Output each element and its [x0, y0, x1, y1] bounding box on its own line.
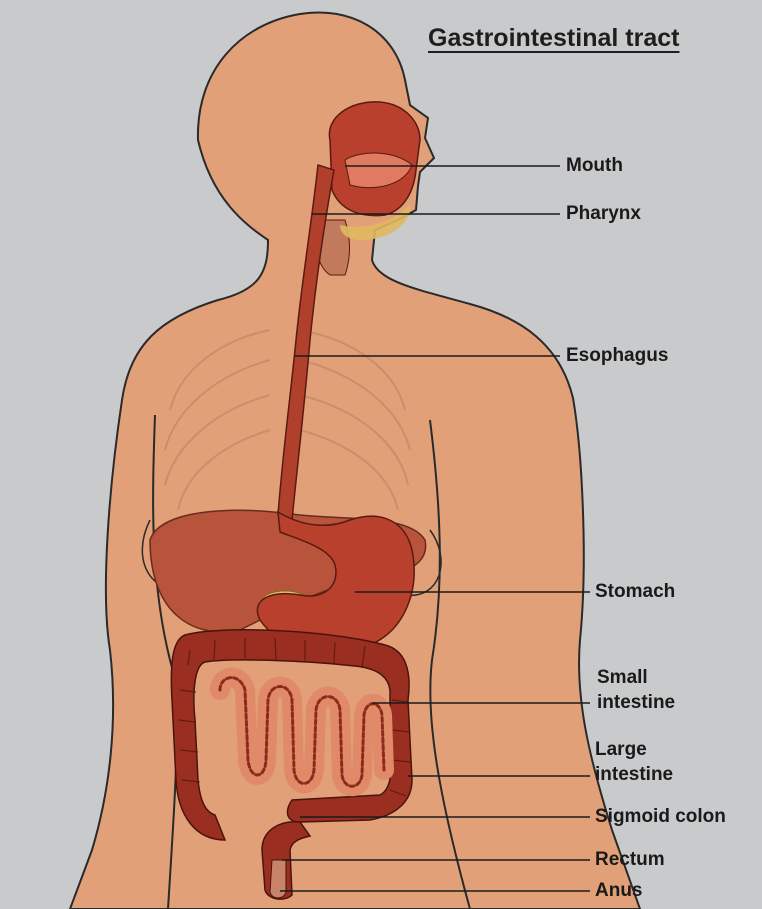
diagram-title: Gastrointestinal tract — [428, 24, 679, 53]
label-small-intestine-line1: Small — [597, 667, 648, 689]
label-rectum: Rectum — [595, 849, 665, 871]
rectum — [270, 860, 286, 898]
label-pharynx: Pharynx — [566, 203, 641, 225]
label-large-intestine-line1: Large — [595, 739, 647, 761]
label-esophagus: Esophagus — [566, 345, 668, 367]
label-small-intestine-line2: intestine — [597, 692, 675, 714]
label-mouth: Mouth — [566, 155, 623, 177]
label-stomach: Stomach — [595, 581, 675, 603]
label-anus: Anus — [595, 880, 643, 902]
label-large-intestine-line2: intestine — [595, 764, 673, 786]
label-sigmoid-colon: Sigmoid colon — [595, 806, 726, 828]
